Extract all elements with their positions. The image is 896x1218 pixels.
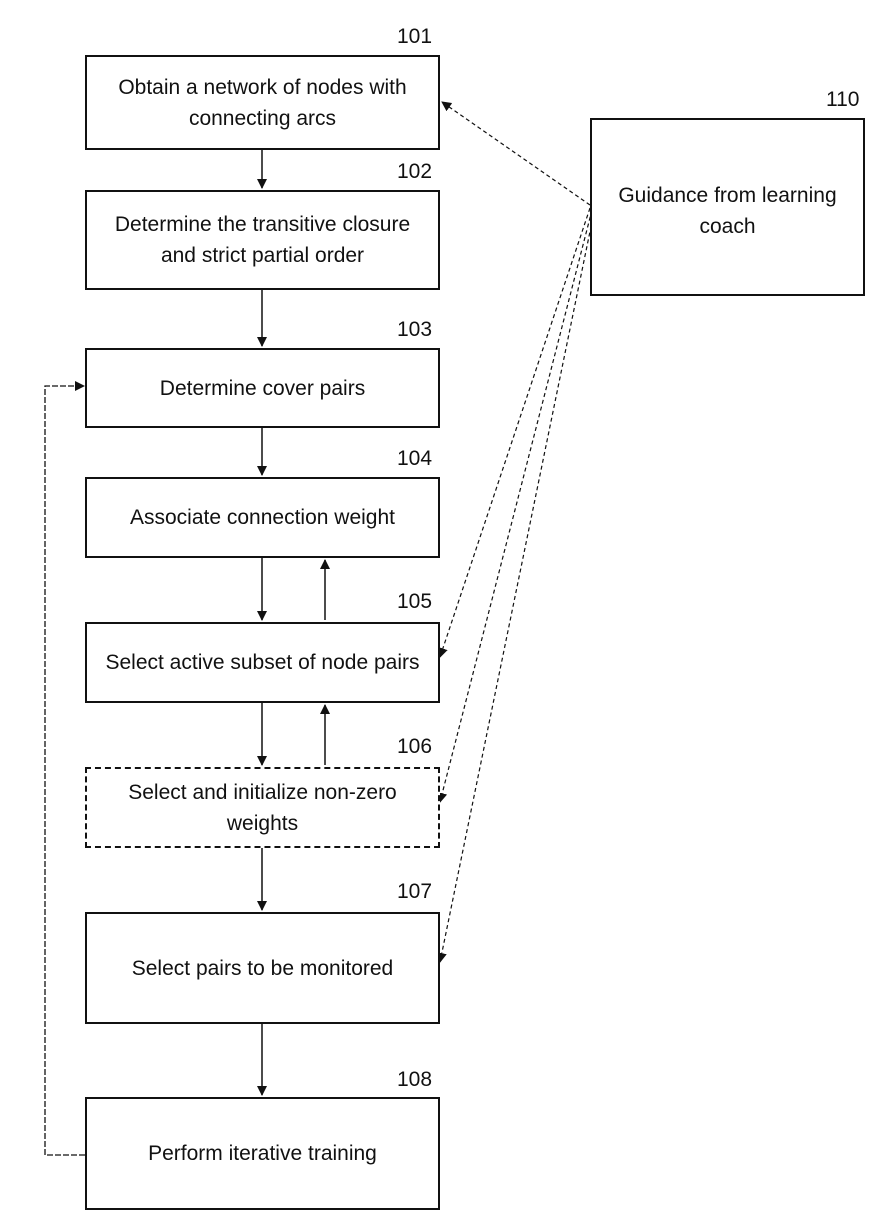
step-text-107: Select pairs to be monitored [132, 953, 393, 984]
step-ref-104: 104 [397, 447, 432, 471]
step-text-101: Obtain a network of nodes with connectin… [97, 72, 428, 134]
step-text-105: Select active subset of node pairs [105, 647, 419, 678]
coach-arrow-to-101 [442, 102, 590, 205]
feedback-loop-108-to-103 [45, 386, 85, 1155]
step-box-106: Select and initialize non-zero weights [85, 767, 440, 848]
step-text-104: Associate connection weight [130, 502, 395, 533]
step-ref-106: 106 [397, 735, 432, 759]
step-box-103: Determine cover pairs [85, 348, 440, 428]
step-ref-101: 101 [397, 25, 432, 49]
step-text-108: Perform iterative training [148, 1138, 377, 1169]
step-text-106: Select and initialize non-zero weights [97, 777, 428, 839]
step-box-105: Select active subset of node pairs [85, 622, 440, 703]
coach-arrow-to-106 [440, 210, 592, 802]
step-box-102: Determine the transitive closure and str… [85, 190, 440, 290]
step-box-107: Select pairs to be monitored [85, 912, 440, 1024]
coach-arrow-to-105 [440, 208, 590, 657]
coach-box: Guidance from learning coach [590, 118, 865, 296]
step-text-102: Determine the transitive closure and str… [97, 209, 428, 271]
step-ref-107: 107 [397, 880, 432, 904]
step-ref-105: 105 [397, 590, 432, 614]
coach-text: Guidance from learning coach [602, 180, 853, 242]
step-text-103: Determine cover pairs [160, 373, 365, 404]
step-box-101: Obtain a network of nodes with connectin… [85, 55, 440, 150]
step-ref-102: 102 [397, 160, 432, 184]
coach-ref: 110 [826, 88, 859, 112]
step-ref-103: 103 [397, 318, 432, 342]
step-ref-108: 108 [397, 1068, 432, 1092]
step-box-108: Perform iterative training [85, 1097, 440, 1210]
step-box-104: Associate connection weight [85, 477, 440, 558]
